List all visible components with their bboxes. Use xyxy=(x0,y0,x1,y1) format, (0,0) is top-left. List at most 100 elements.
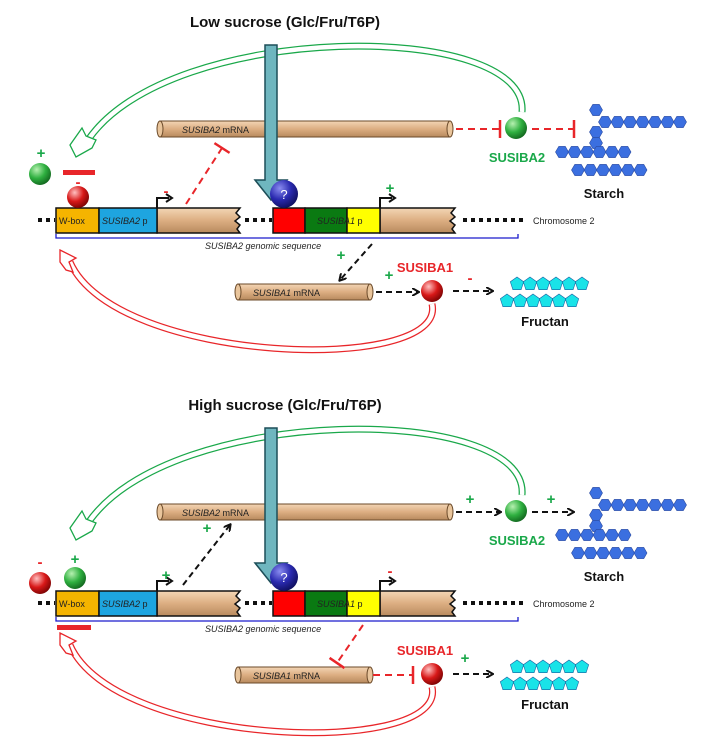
susiba2-protein-unbound xyxy=(29,163,51,185)
w-box-label: W-box xyxy=(59,216,85,226)
susiba1-gene-body xyxy=(379,207,457,234)
susiba2-tss-arrow xyxy=(156,197,169,208)
panel-high-sucrose: High sucrose (Glc/Fru/T6P)SUSIBA2 mRNASU… xyxy=(29,397,687,737)
gene-name: SUSIBA2 xyxy=(102,599,140,609)
susiba2-promoter xyxy=(98,207,158,234)
fructan-label: Fructan xyxy=(521,314,569,329)
glucose-unit xyxy=(617,146,632,158)
suffix: mRNA xyxy=(291,671,320,681)
glucose-unit xyxy=(623,499,637,511)
susiba2-tss-arrow-head xyxy=(165,193,174,203)
susiba1-mrna: SUSIBA1 mRNA xyxy=(234,666,374,684)
fructose-unit xyxy=(535,659,551,674)
glucose-unit xyxy=(592,146,607,158)
glucose-unit xyxy=(648,116,662,128)
fructose-unit xyxy=(522,276,538,291)
susiba1-transcription-arrow xyxy=(340,243,373,280)
glucose-unit xyxy=(648,499,662,511)
glucose-unit xyxy=(555,146,569,158)
repression-bar xyxy=(63,170,95,175)
plus-sign: + xyxy=(466,491,475,508)
fructose-unit xyxy=(535,276,551,291)
mrna-left-end xyxy=(234,283,242,301)
inhibit-bar xyxy=(328,656,346,670)
susiba2-feedback-arrow xyxy=(69,42,526,158)
susiba2-protein-bound xyxy=(64,567,86,589)
genomic-sequence-label: SUSIBA2 genomic sequence xyxy=(205,624,321,634)
fructose-unit xyxy=(512,293,528,308)
susiba2-mrna-translation-inhibition xyxy=(456,120,502,138)
fructose-unit xyxy=(499,293,515,308)
glucose-unit xyxy=(608,547,623,559)
inhibit-line xyxy=(336,624,364,664)
susiba2-mrna-label: SUSIBA2 mRNA xyxy=(182,508,249,518)
susiba1-protein-unbound xyxy=(29,572,51,594)
susiba2-promoter-label: SUSIBA2 p xyxy=(102,599,148,609)
susiba1-mrna-label: SUSIBA1 mRNA xyxy=(253,288,320,298)
glucose-unit xyxy=(610,499,625,511)
susiba2-mrna: SUSIBA2 mRNA xyxy=(156,503,454,521)
glucose-unit xyxy=(598,499,612,511)
inhibit-line xyxy=(185,147,223,205)
glucose-unit xyxy=(633,547,648,559)
fructose-unit xyxy=(564,293,580,308)
suffix: mRNA xyxy=(220,125,249,135)
minus-sign: - xyxy=(388,563,393,580)
glucose-unit xyxy=(673,116,687,128)
gene-name: SUSIBA1 xyxy=(317,216,355,226)
susiba2-transcription-inhibition xyxy=(185,142,231,205)
glucose-unit xyxy=(633,164,648,176)
glucose-unit xyxy=(567,529,582,541)
susiba2-label: SUSIBA2 xyxy=(489,533,545,548)
gene-name: SUSIBA2 xyxy=(182,508,220,518)
suffix: p xyxy=(140,216,148,226)
glucose-unit xyxy=(635,499,650,511)
glucose-unit xyxy=(589,104,603,116)
yellow-element xyxy=(346,590,381,617)
glucose-unit xyxy=(589,509,603,521)
susiba2-gene-body xyxy=(156,590,242,617)
glucose-unit xyxy=(589,126,603,138)
glucose-unit xyxy=(608,164,623,176)
mrna-right-end xyxy=(366,283,374,301)
glucose-unit xyxy=(596,547,610,559)
inhibit-bar xyxy=(213,142,231,154)
glucose-unit xyxy=(580,529,594,541)
susiba1-label: SUSIBA1 xyxy=(397,260,453,275)
susiba1-gene-body xyxy=(379,590,457,617)
glucose-unit xyxy=(660,116,675,128)
curve-inner xyxy=(86,426,525,525)
panel-low-sucrose: Low sucrose (Glc/Fru/T6P)SUSIBA2 mRNASUS… xyxy=(29,14,687,354)
plus-sign: + xyxy=(337,247,346,264)
susiba1-label: SUSIBA1 xyxy=(397,643,453,658)
glucose-unit xyxy=(598,116,612,128)
panel-title: Low sucrose (Glc/Fru/T6P) xyxy=(190,14,380,31)
plus-sign: + xyxy=(386,180,395,197)
green-element xyxy=(304,207,348,234)
susiba1-protein xyxy=(421,663,443,685)
susiba2-feedback-arrow xyxy=(69,425,526,541)
fructose-unit xyxy=(548,659,564,674)
susiba2-promoter-label: SUSIBA2 p xyxy=(102,216,148,226)
red-element xyxy=(272,207,306,234)
curve-arrowhead xyxy=(59,248,78,273)
curve-outline xyxy=(66,643,436,737)
fructose-unit xyxy=(551,676,567,691)
susiba1-transcription-inhibition xyxy=(328,624,364,670)
plus-sign: + xyxy=(203,520,212,537)
plus-sign: + xyxy=(461,650,470,667)
mrna-right-end xyxy=(446,120,454,138)
glucose-unit xyxy=(635,116,650,128)
red-element xyxy=(272,590,306,617)
starch-label: Starch xyxy=(584,569,625,584)
glucose-unit xyxy=(605,529,619,541)
glucose-unit xyxy=(610,116,625,128)
susiba2-mrna-label: SUSIBA2 mRNA xyxy=(182,125,249,135)
susiba1-tss-arrow-head xyxy=(388,193,397,203)
susiba1-tss-arrow xyxy=(379,580,392,591)
glucose-unit xyxy=(571,547,585,559)
fructose-unit xyxy=(525,676,541,691)
suffix: mRNA xyxy=(291,288,320,298)
susiba2-label: SUSIBA2 xyxy=(489,150,545,165)
glucose-unit xyxy=(583,164,598,176)
